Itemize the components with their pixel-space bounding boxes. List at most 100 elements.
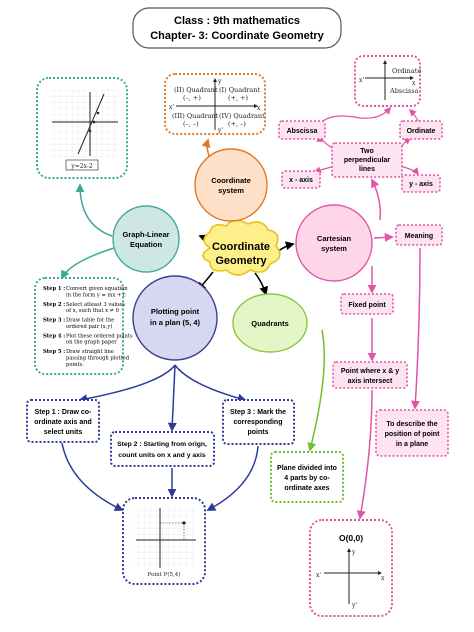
coordinate-system-line1: Coordinate (211, 176, 251, 185)
plot-step3-box[interactable]: Step 3 : Mark the corresponding points (222, 399, 295, 445)
two-perp-line2: perpendicular (344, 157, 391, 164)
cartesian-line2: system (321, 244, 347, 253)
plane-divided-line3: ordinate axes (284, 485, 329, 492)
plot-step1-line2: ordinate axis and (34, 419, 92, 426)
plot-step3-line2: corresponding (233, 419, 282, 426)
linear-step-3-text: ordered pair (x,y) (66, 323, 112, 330)
quad-x-label: x (257, 105, 261, 112)
quad-i-label: (I) Quadrant (219, 86, 260, 94)
meaning-label: Meaning (405, 233, 433, 240)
cartesian-line1: Cartesian (317, 234, 352, 243)
fixed-point-box[interactable]: Fixed point (340, 293, 394, 315)
quad-ii-signs: (–, +) (183, 94, 201, 102)
plot-point-label: Point P(5,4) (148, 571, 181, 578)
ordinate-box[interactable]: Ordinate (399, 120, 443, 140)
graph-linear-line2: Equation (130, 240, 162, 249)
center-title-line2: Geometry (215, 255, 267, 267)
linear-step-2-text: of x, such that x ≠ 0 (66, 308, 119, 314)
quad-y-label: y (217, 78, 222, 85)
linear-step-3-text: Draw table for the (66, 318, 114, 324)
linear-step-4-text: on the graph paper (66, 340, 117, 346)
plotting-line1: Plotting point (151, 307, 200, 316)
meaning-box[interactable]: Meaning (395, 224, 443, 246)
linear-graph-box: y=2x-2 (36, 77, 128, 179)
point-intersect-line2: axis intersect (348, 378, 393, 385)
ordinate-diagram-xp: x' (359, 77, 364, 84)
linear-step-1-title: Step 1 : (43, 286, 65, 292)
linear-step-4-text: Plot these ordered points (66, 333, 133, 339)
describe-position-box[interactable]: To describe the position of point in a p… (375, 409, 449, 457)
origin-label: O(0,0) (339, 533, 363, 543)
quadrants-node[interactable]: Quadrants (232, 293, 308, 353)
abscissa-box[interactable]: Abscissa (278, 120, 326, 140)
cartesian-node[interactable]: Cartesian system (295, 204, 373, 282)
coordinate-system-line2: system (218, 186, 244, 195)
quadrants-label: Quadrants (251, 319, 289, 328)
fixed-point-label: Fixed point (348, 302, 386, 309)
plot-step1-box[interactable]: Step 1 : Draw co- ordinate axis and sele… (26, 399, 100, 443)
ordinate-diagram-ordinate: Ordinate (392, 67, 421, 75)
linear-step-5-text: points. (66, 362, 84, 368)
quad-ii-label: (II) Quadrant (174, 86, 218, 94)
two-perp-line3: lines (359, 166, 375, 173)
ordinate-diagram-abscissa: Abscissa (389, 87, 419, 95)
graph-linear-line1: Graph-Linear (122, 230, 169, 239)
x-axis-label: x - axis (289, 177, 313, 184)
quad-iii-signs: (–, –) (183, 120, 199, 128)
quad-yp-label: y' (217, 127, 223, 134)
quad-i-signs: (+, +) (228, 94, 249, 102)
y-axis-box[interactable]: y - axis (401, 174, 441, 193)
linear-step-5-text: passing through plotted (66, 356, 130, 362)
graph-equation: y=2x-2 (70, 163, 93, 170)
origin-x: x (381, 575, 385, 582)
ordinate-label: Ordinate (407, 128, 436, 135)
plane-divided-line1: Plane divided into (277, 465, 337, 472)
plot-step2-line1: Step 2 : Starting from orign, (117, 441, 207, 448)
header-chapter: Chapter- 3: Coordinate Geometry (150, 30, 324, 42)
two-perpendicular-lines-box[interactable]: Two perpendicular lines (331, 142, 403, 178)
quad-iv-label: (IV) Quadrant (219, 112, 265, 120)
linear-step-4-title: Step 4 : (43, 333, 65, 339)
two-perp-line1: Two (360, 148, 373, 155)
describe-line3: in a plane (396, 441, 428, 448)
y-axis-label: y - axis (409, 181, 433, 188)
plot-step1-line1: Step 1 : Draw co- (35, 409, 92, 416)
origin-diagram-box: O(0,0) x x' y y' (309, 519, 393, 617)
point-intersect-line1: Point where x & y (341, 368, 399, 375)
linear-step-1-text: in the form y = mx + c (66, 292, 126, 298)
linear-step-5-title: Step 5 : (43, 349, 65, 355)
linear-step-2-text: Select atleast 3 values (66, 302, 125, 308)
quad-xp-label: x' (169, 104, 174, 111)
ordinate-diagram-box: Ordinate Abscissa x x' (354, 55, 421, 107)
abscissa-label: Abscissa (287, 128, 318, 135)
plane-divided-line2: 4 parts by co- (284, 475, 330, 482)
origin-y: y (351, 549, 356, 556)
plot-step3-line1: Step 3 : Mark the (230, 409, 286, 416)
linear-step-5-text: Draw straight line (66, 349, 114, 355)
linear-step-3-title: Step 3 : (43, 318, 65, 324)
plot-step2-line2: count units on x and y axis (118, 452, 205, 459)
graph-linear-node[interactable]: Graph-Linear Equation (112, 205, 180, 273)
linear-step-2-title: Step 2 : (43, 302, 65, 308)
plotting-line2: in a plan (5, 4) (150, 318, 201, 327)
plotting-point-node[interactable]: Plotting point in a plan (5, 4) (132, 275, 218, 361)
quad-iv-signs: (+, –) (228, 120, 246, 128)
x-axis-box[interactable]: x - axis (281, 170, 321, 189)
plot-step1-line3: select units (44, 429, 83, 436)
plot-graph-box: Point P(5,4) (122, 497, 206, 585)
describe-line1: To describe the (386, 421, 437, 428)
plot-step3-line3: points (248, 429, 269, 436)
center-node[interactable]: Coordinate Geometry (202, 219, 281, 276)
coordinate-system-node[interactable]: Coordinate system (194, 148, 268, 222)
quadrant-diagram-box: (II) Quadrant (–, +) (I) Quadrant (+, +)… (164, 73, 266, 135)
point-intersect-box[interactable]: Point where x & y axis intersect (332, 361, 408, 389)
linear-step-1-text: Convert given equation (66, 286, 128, 292)
center-title-line1: Coordinate (212, 241, 270, 253)
plane-divided-box[interactable]: Plane divided into 4 parts by co- ordina… (270, 451, 344, 503)
origin-xp: x' (316, 572, 321, 579)
plot-step2-box[interactable]: Step 2 : Starting from orign, count unit… (110, 431, 215, 467)
describe-line2: position of point (385, 431, 440, 438)
header-class: Class : 9th mathematics (174, 15, 300, 27)
